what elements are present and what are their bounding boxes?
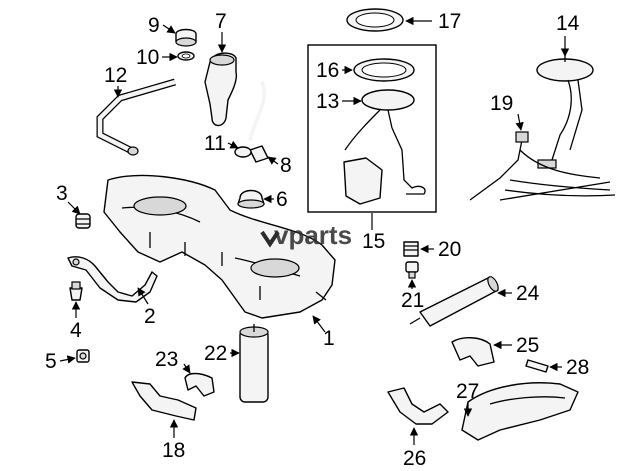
callout-20: 20 — [420, 238, 461, 261]
callout-22: 22 — [204, 342, 240, 365]
filler-neck-part[interactable] — [204, 52, 238, 127]
callout-label-9: 9 — [148, 14, 160, 37]
callout-25: 25 — [493, 334, 539, 357]
fuel-lines-part[interactable] — [469, 131, 616, 201]
bolt-part[interactable] — [76, 349, 90, 363]
callout-15: 15 — [362, 213, 385, 253]
callout-11: 11 — [204, 132, 239, 155]
callout-label-1: 1 — [323, 327, 335, 350]
callout-label-3: 3 — [56, 182, 68, 205]
cap-plug-part[interactable] — [237, 189, 265, 209]
callout-3: 3 — [56, 182, 81, 215]
callout-label-20: 20 — [438, 238, 461, 261]
callout-1: 1 — [312, 315, 335, 350]
bracket-26-part[interactable] — [387, 387, 449, 425]
spring-part[interactable] — [403, 241, 419, 257]
callout-10: 10 — [136, 46, 178, 69]
callout-label-28: 28 — [566, 356, 589, 379]
callout-label-21: 21 — [401, 289, 424, 312]
callout-label-25: 25 — [516, 334, 539, 357]
seal-ring-16-part[interactable] — [353, 58, 415, 82]
callout-label-14: 14 — [556, 12, 580, 35]
callout-8: 8 — [267, 154, 292, 177]
fuel-pump-part[interactable] — [343, 127, 426, 205]
canister-part[interactable] — [239, 324, 269, 403]
callout-26: 26 — [403, 427, 426, 470]
callout-7: 7 — [215, 10, 227, 53]
callout-16: 16 — [316, 59, 353, 82]
heat-shield-part[interactable] — [461, 382, 579, 441]
callout-18: 18 — [162, 419, 185, 462]
callout-label-24: 24 — [516, 282, 540, 305]
callout-4: 4 — [70, 301, 82, 342]
callout-24: 24 — [497, 282, 540, 305]
rivet-nut-part[interactable] — [69, 281, 83, 301]
callout-12: 12 — [104, 64, 127, 98]
fuel-cap-part[interactable] — [175, 28, 197, 47]
callout-21: 21 — [401, 279, 424, 312]
callout-label-26: 26 — [403, 447, 426, 470]
callout-label-23: 23 — [155, 348, 178, 371]
callout-label-8: 8 — [280, 154, 292, 177]
level-sender-part[interactable] — [536, 50, 594, 169]
callout-label-27: 27 — [456, 380, 479, 403]
callout-23: 23 — [155, 348, 191, 374]
fuel-tank-part[interactable] — [103, 174, 336, 319]
tank-strap-part[interactable] — [67, 256, 158, 303]
callout-label-18: 18 — [162, 439, 185, 462]
callout-9: 9 — [148, 14, 176, 37]
callout-label-17: 17 — [438, 10, 461, 33]
bolt-21-part[interactable] — [405, 261, 419, 279]
callout-label-12: 12 — [104, 64, 127, 87]
callout-label-11: 11 — [204, 132, 226, 155]
callout-label-2: 2 — [144, 305, 156, 328]
pump-assembly-box — [307, 44, 437, 213]
watermark-text: vparts — [274, 220, 352, 250]
callout-17: 17 — [405, 10, 461, 33]
callout-label-10: 10 — [136, 46, 159, 69]
callout-label-4: 4 — [70, 319, 82, 342]
grommet-part[interactable] — [75, 213, 91, 229]
vent-hose-part[interactable] — [234, 81, 267, 158]
callout-14: 14 — [556, 12, 580, 57]
callout-label-6: 6 — [276, 188, 288, 211]
pump-flange-part[interactable] — [344, 89, 415, 151]
callout-2: 2 — [137, 287, 156, 328]
callout-19: 19 — [490, 92, 524, 131]
callout-13: 13 — [316, 90, 362, 113]
callout-label-13: 13 — [316, 90, 339, 113]
callout-label-16: 16 — [316, 59, 339, 82]
callout-6: 6 — [263, 188, 288, 211]
callout-label-5: 5 — [45, 350, 57, 373]
callout-label-7: 7 — [215, 10, 227, 33]
callout-label-15: 15 — [362, 230, 385, 253]
callout-27: 27 — [456, 380, 479, 417]
callout-28: 28 — [549, 356, 589, 379]
vparts-logo: vparts — [260, 220, 352, 250]
filler-pipe-part[interactable] — [96, 78, 176, 156]
callout-label-19: 19 — [490, 92, 513, 115]
mounting-bracket-part[interactable] — [131, 381, 197, 421]
clip-part[interactable] — [249, 145, 269, 163]
clip-28-part[interactable] — [525, 359, 549, 373]
seal-ring-part[interactable] — [177, 51, 195, 61]
callout-label-22: 22 — [204, 342, 227, 365]
callout-5: 5 — [45, 350, 76, 373]
bracket-23-part[interactable] — [184, 372, 215, 397]
filter-bracket-part[interactable] — [451, 337, 495, 367]
lock-ring-part[interactable] — [346, 8, 404, 32]
